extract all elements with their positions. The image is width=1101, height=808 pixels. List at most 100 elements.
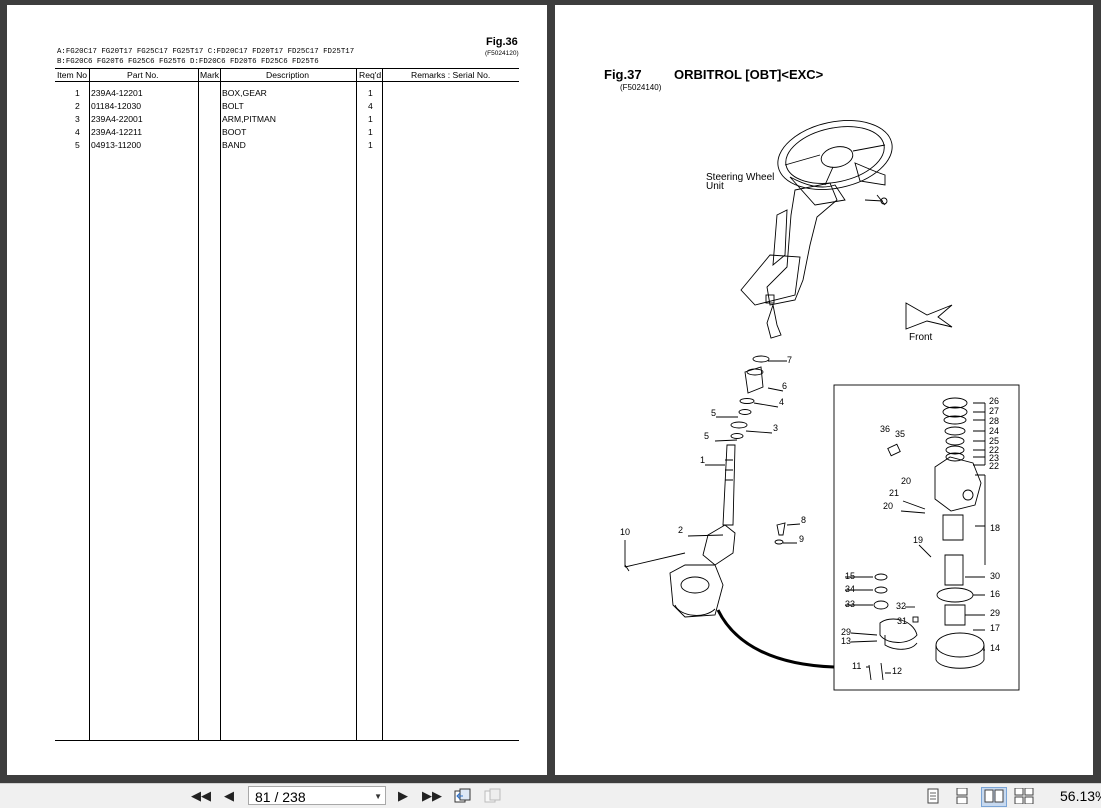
fig-title-left: Fig.36 — [486, 36, 518, 48]
quantity: 4 — [368, 101, 373, 111]
steering-wheel-icon — [777, 120, 893, 206]
callout-label: 23 — [989, 453, 1000, 463]
single-page-view-icon[interactable] — [924, 788, 942, 804]
callout-label: 26 — [989, 396, 1000, 406]
part-number: 239A4-12201 — [91, 88, 143, 98]
item-number: 4 — [75, 127, 80, 137]
col-divider — [198, 68, 199, 740]
callout-label: 31 — [897, 616, 908, 626]
continuous-facing-view-icon[interactable] — [1013, 787, 1035, 805]
description: BOOT — [222, 127, 247, 137]
callout-label: 27 — [989, 406, 1000, 416]
callout-label: 24 — [989, 426, 1000, 436]
callout-label: 13 — [841, 636, 852, 646]
quantity: 1 — [368, 140, 373, 150]
table-bottom-rule — [55, 740, 519, 741]
steering-wheel-label: Steering Wheel Unit — [706, 172, 775, 192]
orbitrol-exploded-diagram — [624, 120, 1020, 691]
navigation-toolbar: ◀◀ ◀ 81 / 238 ▼ ▶ ▶▶ 56.13% — [0, 783, 1101, 808]
steering-column-icon — [740, 182, 838, 339]
callout-label: 22 — [989, 445, 1000, 455]
callout-label: 1 — [700, 455, 706, 465]
callout-label: 7 — [787, 355, 793, 365]
part-number: 239A4-12211 — [91, 127, 142, 137]
item-number: 2 — [75, 101, 80, 111]
callout-label: 35 — [895, 429, 906, 439]
callout-label: 17 — [990, 623, 1001, 633]
part-number: 239A4-22001 — [91, 114, 143, 124]
front-label: Front — [909, 332, 933, 343]
callout-label: 19 — [913, 535, 924, 545]
callout-label: 3 — [773, 423, 779, 433]
description: BOLT — [222, 101, 244, 111]
callout-label: 32 — [896, 601, 907, 611]
zoom-level[interactable]: 56.13% — [1060, 788, 1101, 804]
col-divider — [89, 68, 90, 740]
callout-label: 12 — [892, 666, 903, 676]
col-divider — [382, 68, 383, 740]
callout-label: 30 — [990, 571, 1001, 581]
callout-label: 21 — [889, 488, 900, 498]
quantity: 1 — [368, 127, 373, 137]
col-header-part: Part No. — [127, 70, 159, 80]
model-codes-line-2: B:FG20C6 FG20T6 FG25C6 FG25T6 D:FD20C6 F… — [57, 58, 319, 66]
callout-label: 14 — [990, 643, 1001, 653]
part-number: 04913-11200 — [91, 140, 142, 150]
quantity: 1 — [368, 114, 373, 124]
page-number-input[interactable]: 81 / 238 ▼ — [248, 786, 386, 805]
callout-label: 34 — [845, 584, 856, 594]
prev-page-icon[interactable]: ◀ — [224, 788, 234, 803]
quantity: 1 — [368, 88, 373, 98]
front-arrow-icon — [905, 302, 953, 330]
callout-label: 15 — [845, 571, 856, 581]
first-page-icon[interactable]: ◀◀ — [191, 788, 211, 803]
item-number: 5 — [75, 140, 80, 150]
last-page-icon[interactable]: ▶▶ — [422, 788, 442, 803]
callout-label: 8 — [801, 515, 807, 525]
callout-label: 25 — [989, 436, 1000, 446]
previous-view-icon[interactable] — [453, 788, 473, 804]
callout-label: 22 — [989, 461, 1000, 471]
part-number: 01184-12030 — [91, 101, 142, 111]
model-codes-line-1: A:FG20C17 FG20T17 FG25C17 FG25T17 C:FD20… — [57, 48, 355, 56]
left-page: Fig.36 (F5024120) A:FG20C17 FG20T17 FG25… — [7, 5, 547, 775]
callout-label: 18 — [990, 523, 1001, 533]
callout-label: 20 — [883, 501, 894, 511]
chevron-down-icon[interactable]: ▼ — [374, 792, 382, 801]
orbitrol-valve-icon — [868, 397, 985, 681]
table-header-rule — [55, 81, 519, 82]
description: BAND — [222, 140, 246, 150]
inset-box — [833, 384, 1020, 691]
item-number: 1 — [75, 88, 80, 98]
item-number: 3 — [75, 114, 80, 124]
fig-name: ORBITROL [OBT]<EXC> — [674, 67, 824, 82]
callout-label: 5 — [704, 431, 710, 441]
callout-label: 5 — [711, 408, 717, 418]
table-top-rule — [55, 68, 519, 69]
callout-label: 16 — [990, 589, 1001, 599]
col-header-mark: Mark — [200, 70, 220, 80]
callout-label: 29 — [841, 627, 852, 637]
col-divider — [220, 68, 221, 740]
right-page: Fig.37 ORBITROL [OBT]<EXC> (F5024140) St… — [555, 5, 1093, 775]
callout-label: 2 — [678, 525, 684, 535]
callout-label: 4 — [779, 397, 785, 407]
callout-label: 33 — [845, 599, 856, 609]
callout-label: 6 — [782, 381, 788, 391]
col-header-item: Item No — [57, 70, 88, 80]
description: BOX,GEAR — [222, 88, 267, 98]
next-view-icon[interactable] — [483, 788, 503, 804]
callout-label: 28 — [989, 416, 1000, 426]
callout-label: 10 — [620, 527, 631, 537]
next-page-icon[interactable]: ▶ — [398, 788, 408, 803]
callout-label: 36 — [880, 424, 891, 434]
fig-code-left: (F5024120) — [485, 50, 519, 57]
facing-view-icon[interactable] — [981, 787, 1007, 807]
col-divider — [356, 68, 357, 740]
continuous-view-icon[interactable] — [953, 787, 971, 805]
callout-label: 29 — [990, 608, 1001, 618]
description: ARM,PITMAN — [222, 114, 276, 124]
col-header-remarks: Remarks : Serial No. — [411, 70, 491, 80]
col-header-description: Description — [266, 70, 309, 80]
col-header-reqd: Req'd — [359, 70, 382, 80]
